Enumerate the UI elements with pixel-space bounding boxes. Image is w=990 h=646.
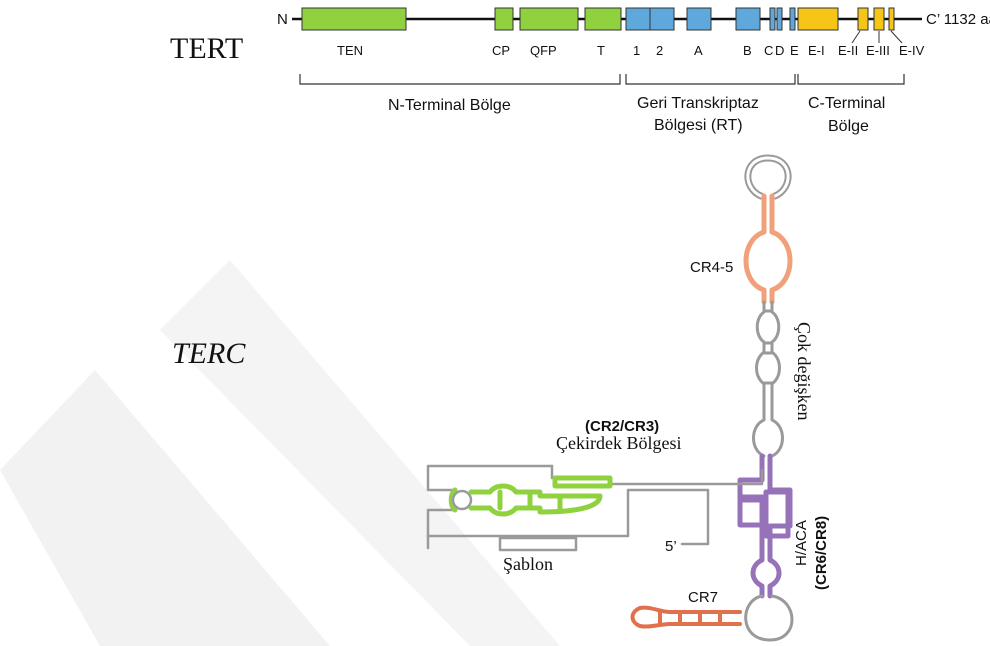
core-label-bold: (CR2/CR3) (585, 418, 659, 435)
template-label: Şablon (503, 554, 553, 574)
label-b: B (743, 43, 752, 58)
label-e: E (790, 43, 799, 58)
label-t: T (597, 43, 605, 58)
core-backbone (426, 464, 764, 550)
leader-e-iv (890, 30, 903, 44)
label-2: 2 (656, 43, 663, 58)
cr68-label: (CR6/CR8) (813, 516, 830, 590)
c-terminal-label-2: Bölge (828, 118, 869, 135)
domain-cp (494, 7, 514, 31)
c-terminus-label: C’ 1132 aa (926, 11, 990, 28)
core-label: Çekirdek Bölgesi (556, 433, 681, 453)
label-a: A (694, 43, 703, 58)
domain-qfp (519, 7, 579, 31)
domain-d (776, 7, 783, 31)
five-prime-label: 5’ (665, 538, 677, 555)
terc-section: TERC (172, 154, 830, 642)
label-d: D (775, 43, 784, 58)
variable-region-label: Çok değişken (794, 322, 814, 421)
cr7-label: CR7 (688, 589, 718, 606)
domain-2 (649, 7, 675, 31)
template-box (498, 536, 578, 552)
label-e-ii: E-II (838, 43, 858, 58)
c-terminal-bracket (797, 74, 905, 85)
domain-t (584, 7, 622, 31)
domain-e-iv (888, 7, 895, 31)
rt-label-2: Bölgesi (RT) (654, 117, 743, 134)
rt-bracket (625, 74, 796, 85)
core-region (448, 475, 613, 517)
domain-e-iii (873, 7, 885, 31)
terc-title: TERC (172, 337, 246, 370)
variable-stem (752, 300, 784, 458)
domain-e-i (797, 7, 839, 31)
label-c: C (764, 43, 773, 58)
watermark-shape-2 (160, 260, 560, 646)
cr45-label: CR4-5 (690, 259, 733, 276)
label-e-iii: E-III (866, 43, 890, 58)
domain-a (686, 7, 712, 31)
label-ten: TEN (337, 43, 363, 58)
n-terminal-bracket (299, 74, 621, 85)
domain-ten (301, 7, 407, 31)
label-e-i: E-I (808, 43, 825, 58)
rt-label-1: Geri Transkriptaz (637, 95, 759, 112)
terc-rna-structure (426, 154, 794, 642)
domain-c (769, 7, 776, 31)
label-qfp: QFP (530, 43, 557, 58)
domain-e-ii (857, 7, 869, 31)
n-terminal-label: N-Terminal Bölge (388, 97, 511, 114)
cr7-hairpin (630, 605, 742, 629)
leader-e-ii (851, 30, 861, 44)
domain-b (735, 7, 761, 31)
label-1: 1 (633, 43, 640, 58)
domain-e (789, 7, 796, 31)
domain-1 (625, 7, 651, 31)
label-e-iv: E-IV (899, 43, 925, 58)
haca-label: H/ACA (793, 520, 810, 566)
haca-region (737, 453, 793, 599)
c-terminal-label-1: C-Terminal (808, 95, 885, 112)
label-cp: CP (492, 43, 510, 58)
tert-title: TERT (170, 32, 243, 65)
watermark-shape (0, 370, 330, 646)
cr45-stem (743, 193, 793, 305)
n-terminus-label: N (277, 11, 288, 28)
bottom-loop (744, 594, 794, 642)
tert-section: TERT N C’ 1132 aa TEN CP QFP T 1 2 A (170, 7, 990, 135)
